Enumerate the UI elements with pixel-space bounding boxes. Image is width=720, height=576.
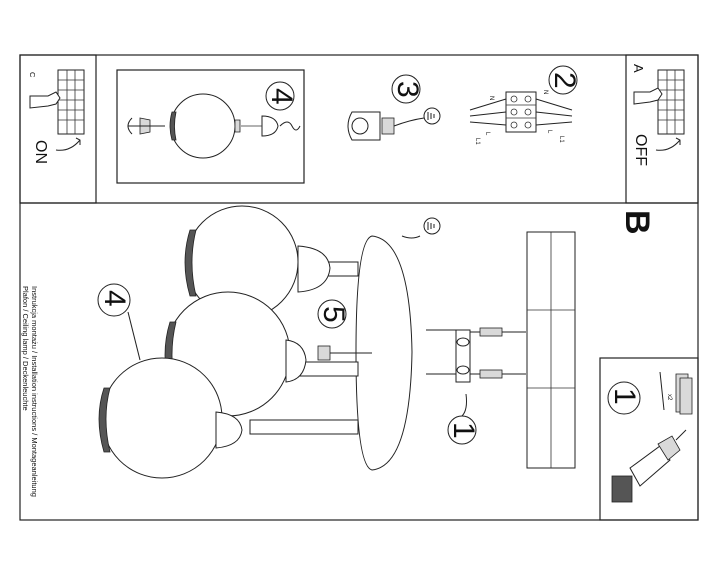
- panel-c-label: C: [28, 72, 37, 78]
- panel-c-switch-on: C ON: [19, 54, 97, 204]
- step-1-main-number: 1: [447, 422, 480, 439]
- terminal-l-right: L: [546, 130, 552, 134]
- terminal-l1-left: L1: [474, 138, 480, 145]
- lamp-arms: [249, 261, 359, 435]
- panel-a-switch-off: A OFF: [625, 54, 699, 204]
- panel-step-4-shade-attach: 4: [116, 69, 305, 184]
- glass-globe-bottom: [98, 357, 243, 479]
- set-screw: 5: [317, 299, 372, 361]
- step-4-callout: 4: [97, 283, 141, 361]
- terminal-n-left: N: [488, 96, 494, 100]
- terminal-l1-right: L1: [558, 136, 564, 143]
- curved-arrow-icon: [55, 137, 81, 151]
- caption-line-1: Instrukcja montażu / Installation instru…: [30, 286, 39, 497]
- step-4-main-number: 4: [98, 290, 131, 307]
- panel-step-1-drilling: 1 x2: [599, 357, 699, 521]
- sheet-border: [19, 54, 699, 521]
- step-3-number: 3: [391, 81, 424, 98]
- hand-switch-icon: [633, 87, 663, 105]
- step-4-top-number: 4: [265, 88, 298, 105]
- terminal-l-left: L: [484, 132, 490, 136]
- canopy-base: [355, 217, 441, 471]
- step-2-number: 2: [548, 72, 581, 89]
- panel-step-2-terminal-block: 2 N N L L L1 L1: [469, 65, 581, 145]
- caption-line-2: Plafon / Ceiling lamp / Deckenleuchte: [21, 286, 30, 411]
- off-label: OFF: [632, 134, 649, 166]
- wall-switch-icon: [57, 69, 85, 135]
- on-label: ON: [32, 140, 49, 164]
- section-b-label: B: [618, 210, 656, 235]
- step-5-number: 5: [317, 306, 350, 323]
- terminal-n-right: N: [542, 90, 548, 94]
- hand-switch-icon: [29, 91, 61, 109]
- drill-icon: [611, 429, 687, 503]
- step-1-number: 1: [608, 388, 641, 405]
- ground-symbol-icon: [423, 107, 441, 125]
- panel-a-label: A: [631, 64, 646, 73]
- ceiling-wall-section: [526, 231, 576, 469]
- ground-symbol-icon: [423, 217, 441, 235]
- screw-icon: [426, 327, 526, 379]
- curved-arrow-icon: [655, 137, 681, 151]
- panel-step-3-ground: 3: [347, 74, 441, 141]
- wall-switch-icon: [657, 69, 685, 135]
- quantity-label: x2: [666, 394, 672, 401]
- mounting-bracket: 1: [426, 327, 526, 445]
- glass-globe-top: [184, 205, 331, 319]
